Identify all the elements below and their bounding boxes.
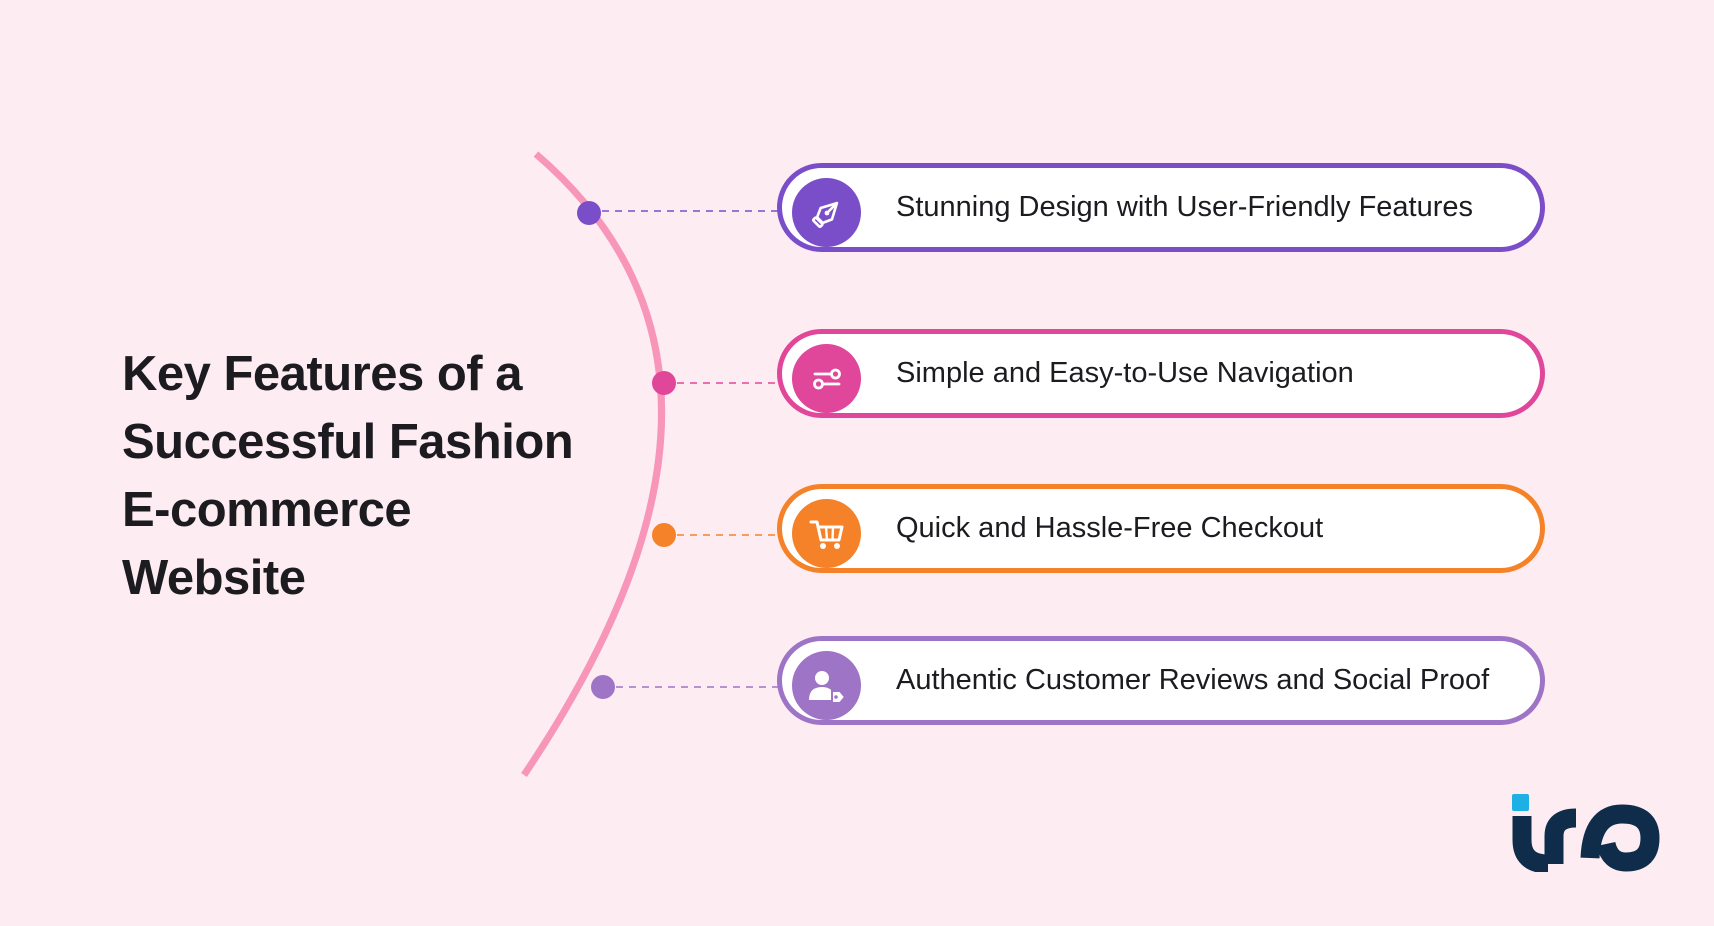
page-title: Key Features of a Successful Fashion E-c… [122, 340, 602, 612]
feature-pill-navigation: Simple and Easy-to-Use Navigation [777, 329, 1545, 418]
logo-mark-o [1580, 804, 1660, 872]
feature-pill-reviews: Authentic Customer Reviews and Social Pr… [777, 636, 1545, 725]
logo-accent [1512, 794, 1529, 811]
feature-label: Quick and Hassle-Free Checkout [896, 512, 1324, 544]
user-tag-icon [792, 651, 861, 720]
feature-label: Authentic Customer Reviews and Social Pr… [896, 664, 1490, 696]
brand-logo [1512, 794, 1660, 872]
connector-dot-2 [652, 371, 676, 395]
title-line-3: E-commerce [122, 483, 412, 537]
pen-nib-icon [792, 178, 861, 247]
connector-dot-4 [591, 675, 615, 699]
feature-pill-checkout: Quick and Hassle-Free Checkout [777, 484, 1545, 573]
title-line-4: Website [122, 551, 306, 605]
feature-pill-design: Stunning Design with User-Friendly Featu… [777, 163, 1545, 252]
title-line-1: Key Features of a [122, 347, 523, 401]
timeline-arc [521, 151, 665, 777]
title-line-2: Successful Fashion [122, 415, 574, 469]
cart-icon [792, 499, 861, 568]
logo-mark-t [1512, 816, 1549, 872]
connector-dot-1 [577, 201, 601, 225]
feature-label: Stunning Design with User-Friendly Featu… [896, 191, 1474, 223]
sliders-icon [792, 344, 861, 413]
logo-mark-r [1544, 808, 1577, 864]
feature-label: Simple and Easy-to-Use Navigation [896, 357, 1354, 389]
connector-dot-3 [652, 523, 676, 547]
